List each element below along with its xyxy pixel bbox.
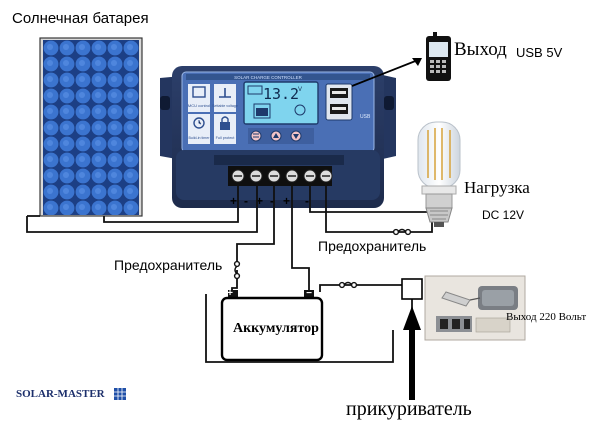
terminal-sign-2: - (244, 194, 248, 208)
led-bulb (417, 121, 461, 227)
load-label: Нагрузка (464, 178, 530, 197)
caption-mcu: MCU control (188, 103, 210, 108)
panel-lcd-icon (247, 85, 263, 95)
fuse-lighter (338, 281, 358, 289)
solar-panel (39, 37, 143, 217)
usb-pointer-line (351, 59, 419, 87)
lcd-unit: V (298, 87, 302, 93)
voltage-icon (219, 88, 231, 98)
lcd-value: 13.2 (263, 85, 299, 103)
wires (26, 182, 436, 363)
battery-minus: − (306, 288, 312, 299)
timer-icon (193, 117, 205, 129)
battery-plus: + (227, 288, 233, 299)
solar-panel-label: Солнечная батарея (12, 10, 149, 27)
battery-lcd-icon (253, 103, 271, 119)
load-spec: DC 12V (482, 208, 525, 222)
controller-icon-tiles: MCU control Settable voltage Build-in ti… (188, 84, 238, 144)
terminal-sign-4: - (270, 194, 274, 208)
phone-icon (426, 32, 451, 81)
terminal-sign-5: + (283, 194, 290, 208)
fuse-right-label: Предохранитель (318, 238, 427, 254)
terminal-sign-6: - (305, 194, 309, 208)
caption-timer: Build-in timer (189, 136, 211, 140)
caption-protect: Full protect (216, 136, 236, 140)
battery-label: Аккумулятор (233, 321, 319, 336)
controller-buttons (248, 128, 314, 144)
terminal-block (228, 166, 333, 186)
mcu-icon (192, 86, 206, 98)
cigarette-lighter-label: прикуриватель (346, 398, 472, 420)
inverter-image (424, 275, 526, 341)
menu-button-icon (250, 130, 262, 142)
battery: + − (220, 288, 324, 362)
inverter-output-label: Выход 220 Вольт (506, 311, 587, 323)
usb-output-label: Выход (454, 39, 507, 60)
brand-label: SOLAR-MASTER (16, 388, 105, 400)
arrow-up-icon (403, 306, 421, 400)
fuse-left (233, 260, 241, 280)
charge-controller: SOLAR CHARGE CONTROLLER MCU control Sett… (160, 66, 396, 208)
fuse-left-label: Предохранитель (114, 257, 223, 273)
terminal-sign-1: + (230, 194, 237, 208)
lighter-socket-box (401, 278, 423, 300)
caption-voltage: Settable voltage (212, 104, 238, 108)
lock-icon (220, 122, 230, 130)
usb-output-spec: USB 5V (516, 45, 563, 60)
fuse-right (392, 228, 412, 236)
controller-header: SOLAR CHARGE CONTROLLER (234, 75, 303, 80)
terminal-sign-3: + (256, 194, 263, 208)
solar-master-logo-icon (114, 388, 126, 400)
usb-pointer-head (412, 58, 422, 66)
usb-tag: USB (360, 114, 371, 120)
bulb-lcd-icon (294, 104, 306, 116)
